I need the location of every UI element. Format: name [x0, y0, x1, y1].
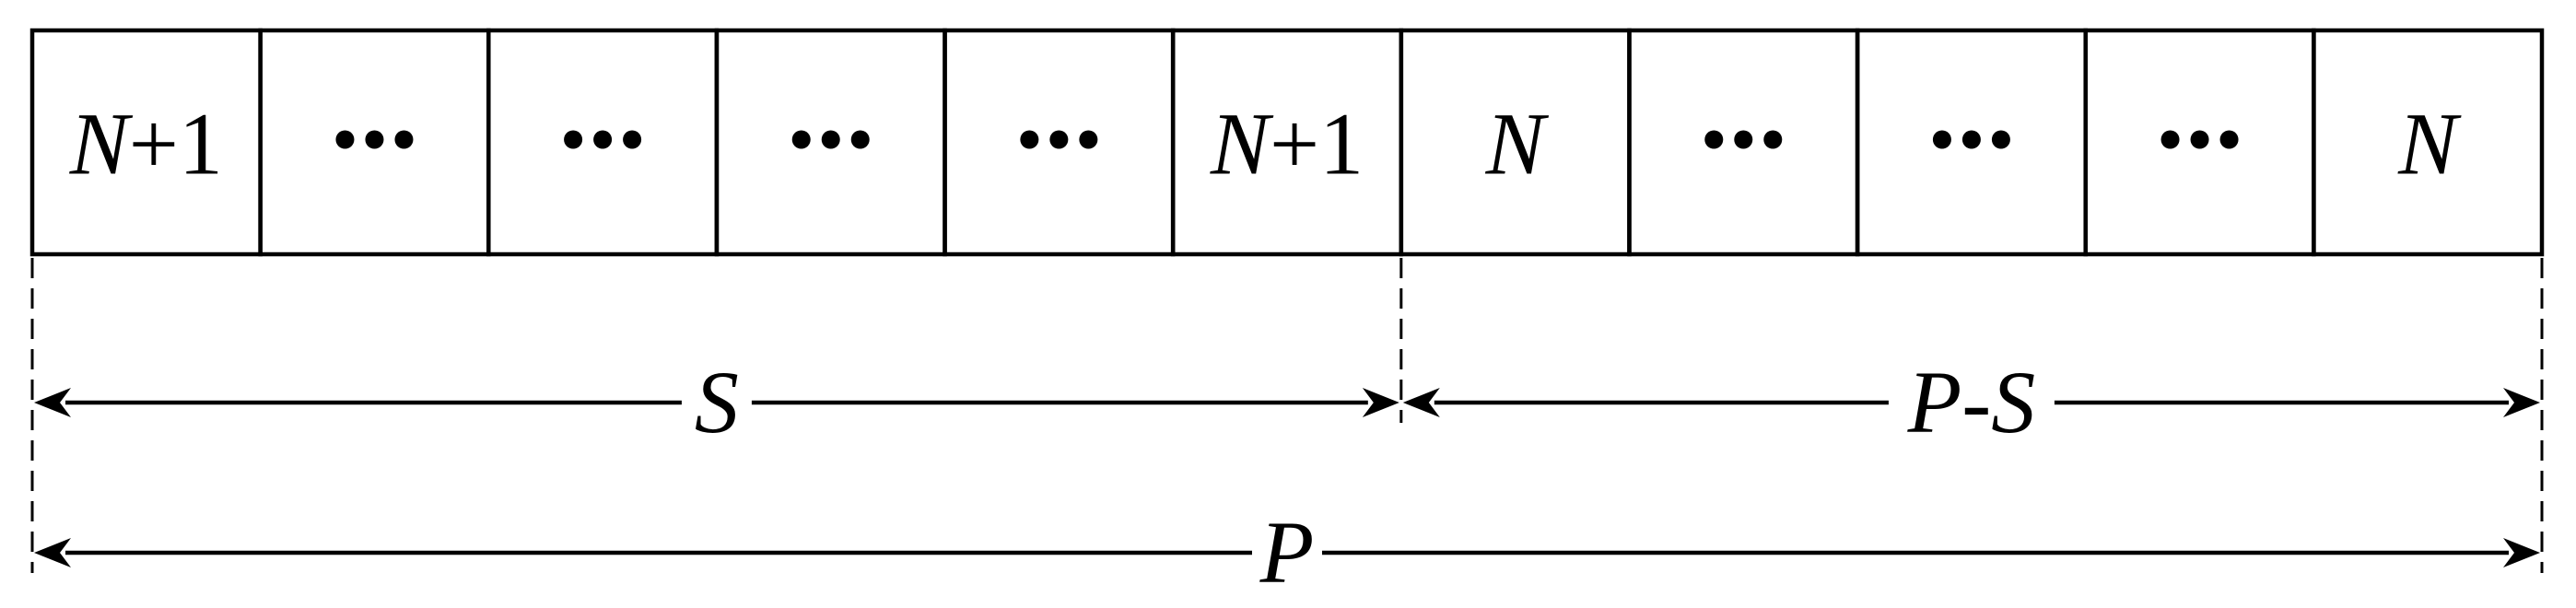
cell-11: N — [2312, 28, 2545, 257]
ellipsis-icon — [791, 130, 870, 149]
cell-label-variable: N — [1485, 95, 1550, 193]
cell-8 — [1627, 28, 1860, 257]
arrow-right-icon — [2503, 388, 2540, 417]
cell-7: N — [1399, 28, 1632, 257]
ellipsis-icon — [2160, 130, 2239, 149]
dimension-label: P-S — [1907, 353, 2036, 451]
cell-1: N+1 — [29, 28, 263, 257]
cell-label-variable: N — [2397, 95, 2462, 193]
ellipsis-icon — [335, 130, 414, 149]
cell-label: N — [1485, 95, 1550, 193]
cell-6: N+1 — [1170, 28, 1404, 257]
cell-5 — [943, 28, 1176, 257]
cell-label-variable: N — [69, 95, 134, 193]
arrow-left-icon — [34, 538, 71, 567]
ellipsis-icon — [1932, 130, 2010, 149]
cell-label-variable: N — [1210, 95, 1274, 193]
dimension-p: P — [34, 503, 2540, 602]
cell-4 — [714, 28, 947, 257]
dimension-p-minus-s: P-S — [1402, 353, 2540, 451]
ellipsis-icon — [564, 130, 642, 149]
dimension-label-background — [1252, 507, 1322, 599]
cell-label: N+1 — [69, 95, 223, 193]
ellipsis-icon — [1020, 130, 1098, 149]
cell-3 — [486, 28, 720, 257]
dimension-label-background — [1888, 357, 2055, 449]
cell-label: N+1 — [1210, 95, 1364, 193]
cell-2 — [258, 28, 491, 257]
dimension-label-background — [681, 357, 752, 449]
arrow-left-icon — [1402, 388, 1440, 417]
boundary-dash-lines — [30, 258, 2544, 573]
dimension-s: S — [34, 353, 1399, 451]
cell-label-suffix: +1 — [129, 95, 223, 193]
dimension-label: P — [1259, 503, 1315, 602]
dimension-arrows: S P-S P — [34, 353, 2540, 602]
arrow-right-icon — [1362, 388, 1399, 417]
cell-label: N — [2397, 95, 2462, 193]
arrow-right-icon — [2503, 538, 2540, 567]
arrow-left-icon — [34, 388, 71, 417]
cell-10 — [2083, 28, 2316, 257]
dimension-label: S — [695, 353, 739, 451]
cell-9 — [1855, 28, 2088, 257]
ellipsis-icon — [1704, 130, 1783, 149]
cell-border — [2312, 28, 2545, 257]
cell-label-suffix: +1 — [1270, 95, 1364, 193]
